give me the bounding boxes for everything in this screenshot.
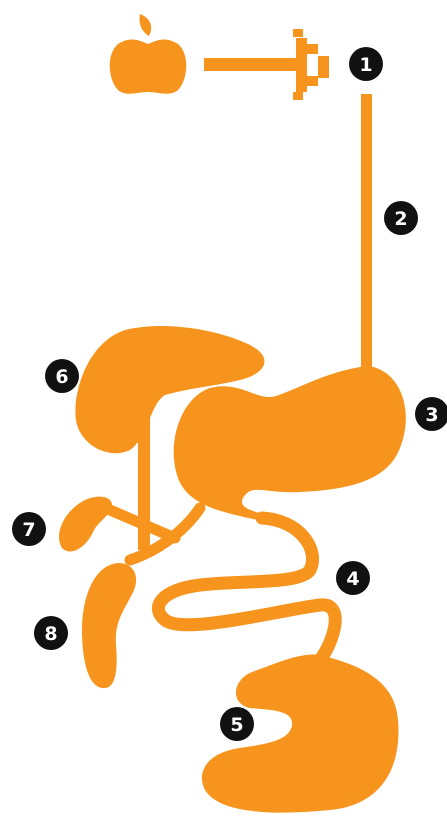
marker-6-label: 6	[55, 366, 68, 388]
marker-3-label: 3	[425, 404, 438, 426]
apple-icon	[110, 14, 187, 94]
marker-2: 2	[384, 201, 418, 235]
marker-4-label: 4	[346, 568, 359, 590]
marker-5-label: 5	[230, 714, 243, 736]
pancreas	[82, 563, 136, 688]
marker-1: 1	[349, 47, 383, 81]
mouth-connector	[204, 29, 329, 100]
gallbladder	[59, 497, 112, 552]
marker-2-label: 2	[394, 208, 407, 230]
marker-4: 4	[336, 561, 370, 595]
marker-8-label: 8	[44, 623, 57, 645]
marker-8: 8	[34, 616, 68, 650]
stomach	[174, 366, 406, 522]
pancreatic-duct	[110, 508, 200, 560]
marker-6: 6	[45, 359, 79, 393]
marker-7-label: 7	[22, 519, 35, 541]
small-intestine	[158, 518, 335, 660]
marker-5: 5	[220, 707, 254, 741]
marker-7: 7	[12, 512, 46, 546]
marker-3: 3	[415, 397, 447, 431]
esophagus	[361, 94, 372, 374]
marker-1-label: 1	[359, 54, 372, 76]
